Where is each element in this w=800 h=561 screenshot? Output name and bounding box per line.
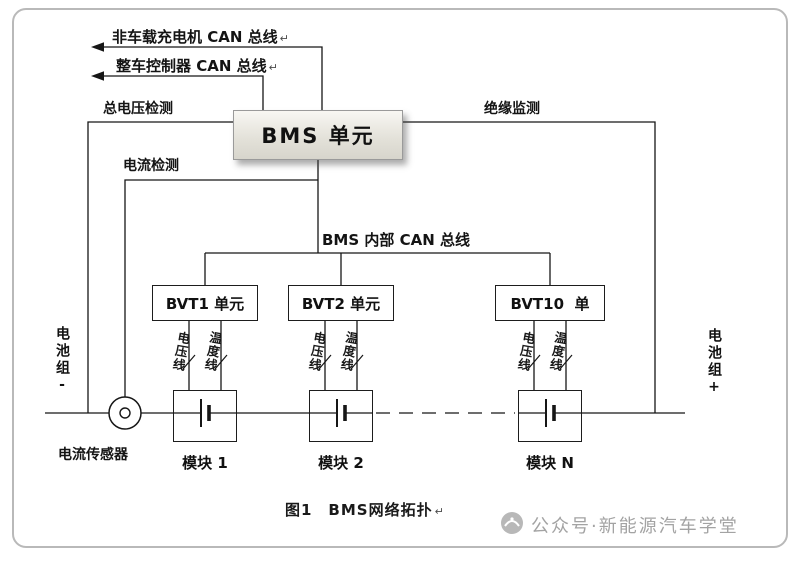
module-n-box: [518, 390, 582, 442]
internal-can-bus-label: BMS 内部 CAN 总线: [322, 231, 471, 249]
total-voltage-line: [87, 121, 233, 413]
pack-negative-label: 电池组-: [54, 326, 70, 396]
total-voltage-detection-label: 总电压检测: [103, 101, 173, 117]
offboard-charger-can-text: 非车载充电机 CAN 总线: [112, 28, 278, 46]
vcu-can-line: [102, 75, 264, 110]
pack-positive-label: 电池组+: [706, 328, 722, 398]
watermark-text: 公众号·新能源汽车学堂: [531, 516, 739, 537]
return-mark-icon: ↵: [268, 61, 278, 74]
module-2-label: 模块 2: [318, 454, 364, 472]
bms-unit-label: BMS 单元: [261, 124, 375, 148]
return-mark-icon: ↵: [279, 32, 289, 45]
bvt2-unit-box: BVT2 单元: [288, 285, 394, 321]
charger-can-line: [102, 46, 323, 110]
diagram-border: [12, 8, 788, 548]
module-n-label: 模块 N: [526, 454, 574, 472]
bvt1-unit-label: BVT1 单元: [165, 294, 245, 313]
vehicle-controller-can-text: 整车控制器 CAN 总线: [116, 57, 267, 75]
vehicle-controller-can-label: 整车控制器 CAN 总线↵: [116, 57, 278, 75]
bvt10-unit-label: BVT10 单: [510, 294, 590, 313]
insulation-line: [403, 121, 656, 413]
current-detection-label: 电流检测: [123, 158, 179, 174]
insulation-monitoring-label: 绝缘监测: [484, 101, 540, 117]
figure-caption-text: 图1 BMS网络拓扑: [285, 501, 433, 519]
arrow-left-icon: [91, 71, 104, 81]
current-detection-line: [124, 179, 318, 397]
bvt2-unit-label: BVT2 单元: [301, 294, 381, 313]
module-1-label: 模块 1: [182, 454, 228, 472]
bms-unit-box: BMS 单元: [233, 110, 403, 160]
module-1-box: [173, 390, 237, 442]
figure-caption: 图1 BMS网络拓扑↵: [285, 499, 445, 520]
arrow-left-icon: [91, 42, 104, 52]
module-2-box: [309, 390, 373, 442]
bvt10-unit-box: BVT10 单: [495, 285, 605, 321]
bvt1-unit-box: BVT1 单元: [152, 285, 258, 321]
current-sensor-label: 电流传感器: [58, 447, 128, 463]
return-mark-icon: ↵: [434, 505, 445, 518]
offboard-charger-can-label: 非车载充电机 CAN 总线↵: [112, 28, 289, 46]
